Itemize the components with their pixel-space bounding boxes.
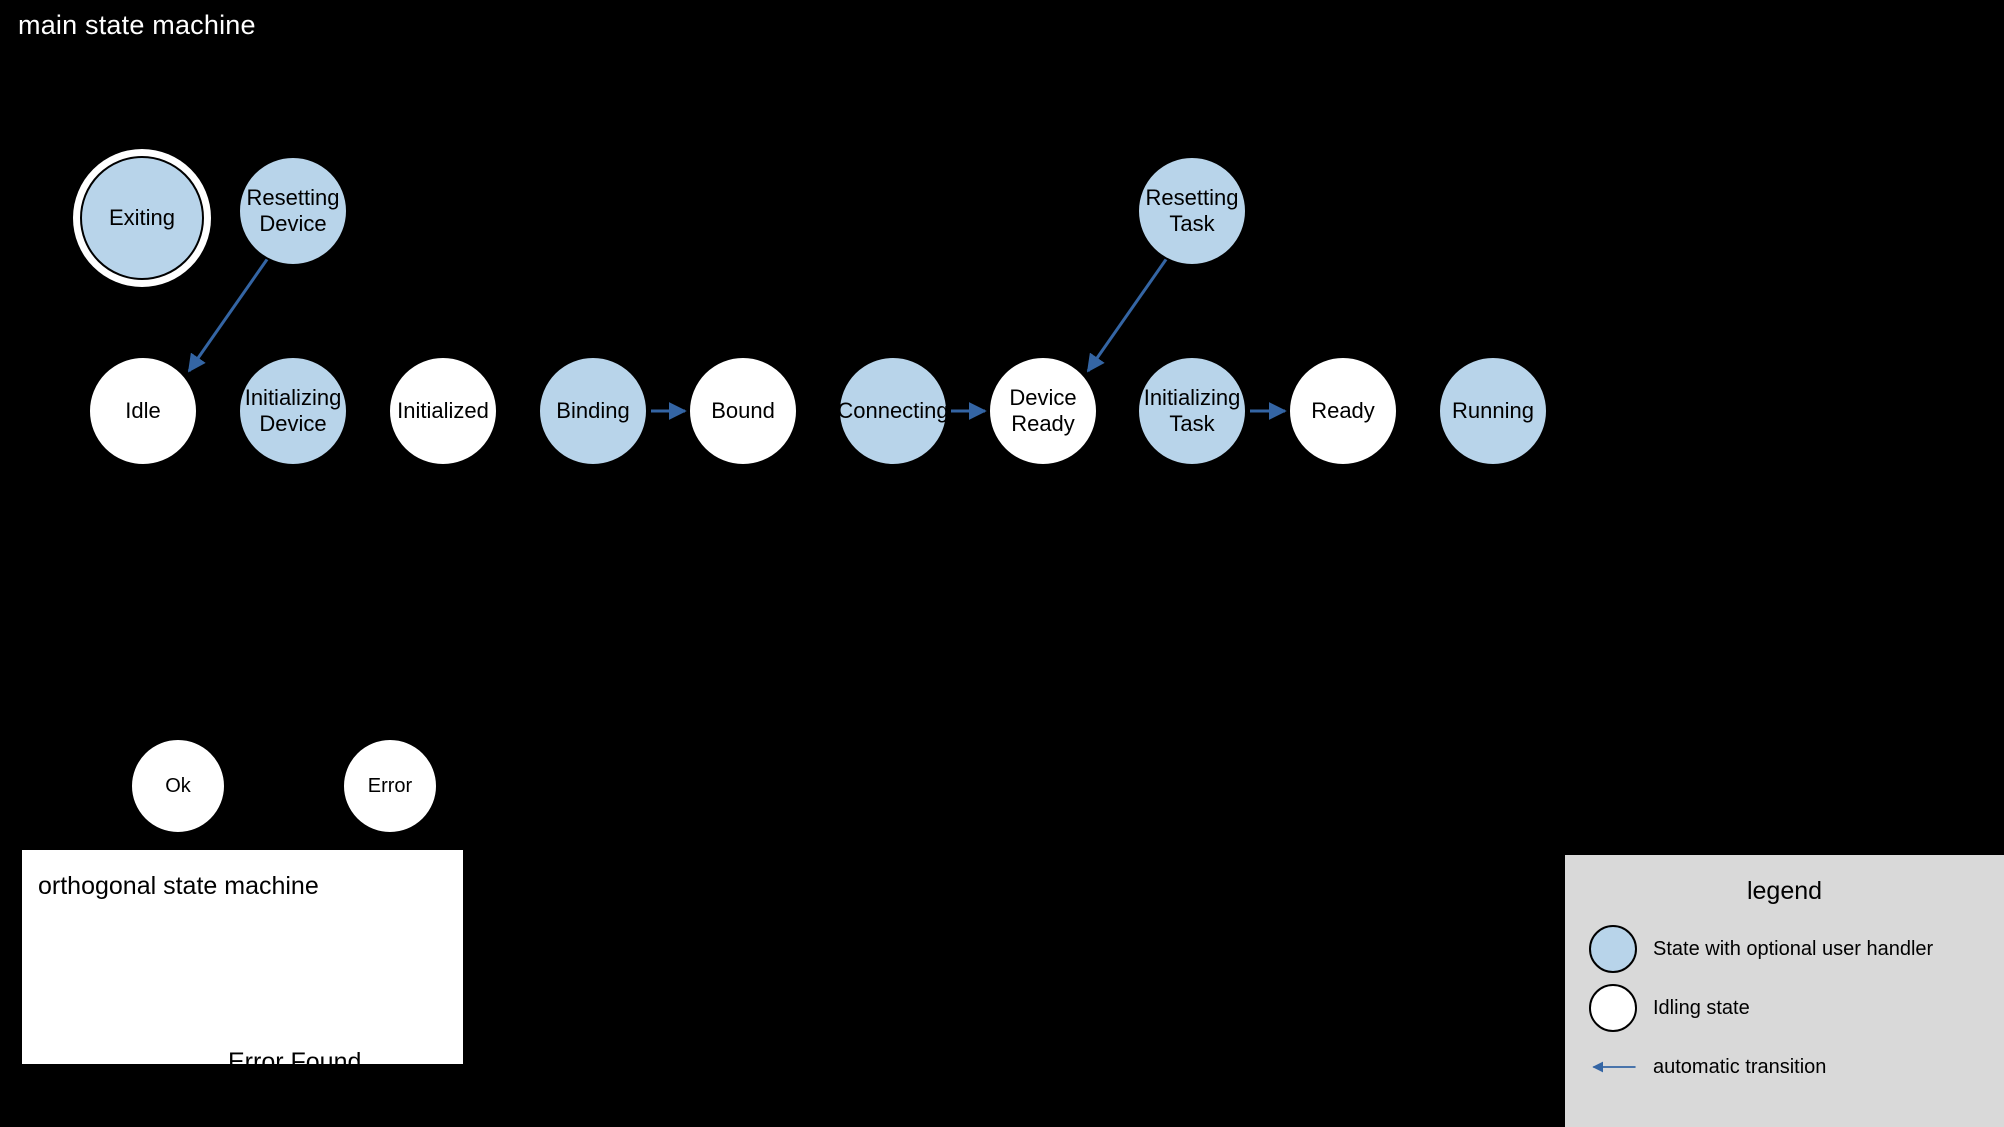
state-node-ready[interactable]: Ready xyxy=(1288,356,1398,466)
orthogonal-panel-title: orthogonal state machine xyxy=(38,872,319,900)
initial-state-marker xyxy=(37,772,65,800)
state-label-binding: Binding xyxy=(556,398,630,424)
state-label-idle: Idle xyxy=(125,398,161,424)
state-node-bound[interactable]: Bound xyxy=(688,356,798,466)
legend-panel: legend State with optional user handler … xyxy=(1565,855,2004,1127)
state-node-initializing-device[interactable]: Initializing Device xyxy=(238,356,348,466)
legend-label-automatic-transition: automatic transition xyxy=(1653,1055,1827,1078)
page-title: main state machine xyxy=(18,10,256,40)
state-node-initialized[interactable]: Initialized xyxy=(388,356,498,466)
legend-item-idling: Idling state xyxy=(1565,982,2004,1034)
legend-item-automatic-transition: automatic transition xyxy=(1565,1041,2004,1093)
legend-arrow-left-icon xyxy=(1589,1043,1637,1091)
state-node-running[interactable]: Running xyxy=(1438,356,1548,466)
state-label-initializing-device: Initializing Device xyxy=(244,385,342,436)
transition-resetting-task-to-device-ready xyxy=(1086,257,1169,373)
state-node-resetting-device[interactable]: Resetting Device xyxy=(238,156,348,266)
legend-item-handler: State with optional user handler xyxy=(1565,923,2004,975)
legend-title: legend xyxy=(1746,877,1823,905)
orthogonal-state-machine-panel: orthogonal state machine xyxy=(20,848,465,1066)
state-label-bound: Bound xyxy=(711,398,775,424)
legend-label-idling: Idling state xyxy=(1653,996,1750,1019)
ortho-state-label-ok: Ok xyxy=(165,774,191,797)
state-label-initialized: Initialized xyxy=(397,398,489,424)
state-node-exiting[interactable]: Exiting xyxy=(80,156,204,280)
state-label-initializing-task: Initializing Task xyxy=(1143,385,1241,436)
state-node-connecting[interactable]: Connecting xyxy=(837,356,949,466)
state-label-ready: Ready xyxy=(1311,398,1375,424)
state-node-device-ready[interactable]: Device Ready xyxy=(988,356,1098,466)
state-label-resetting-device: Resetting Device xyxy=(246,185,340,236)
legend-swatch-blue-circle-icon xyxy=(1589,925,1637,973)
state-label-connecting: Connecting xyxy=(837,398,949,424)
state-label-device-ready: Device Ready xyxy=(1009,385,1077,436)
ortho-state-node-ok[interactable]: Ok xyxy=(130,738,226,834)
state-node-idle[interactable]: Idle xyxy=(88,356,198,466)
legend-label-handler: State with optional user handler xyxy=(1653,937,1934,960)
state-node-resetting-task[interactable]: Resetting Task xyxy=(1137,156,1247,266)
state-node-binding[interactable]: Binding xyxy=(538,356,648,466)
ortho-transition-label-error-found: Error Found xyxy=(228,1048,362,1076)
state-label-exiting: Exiting xyxy=(108,205,176,231)
transition-resetting-device-to-idle xyxy=(187,257,270,373)
state-label-running: Running xyxy=(1452,398,1534,424)
state-label-resetting-task: Resetting Task xyxy=(1145,185,1239,236)
ortho-state-label-error: Error xyxy=(367,774,413,797)
ortho-state-node-error[interactable]: Error xyxy=(342,738,438,834)
legend-swatch-white-circle-icon xyxy=(1589,984,1637,1032)
state-node-initializing-task[interactable]: Initializing Task xyxy=(1137,356,1247,466)
